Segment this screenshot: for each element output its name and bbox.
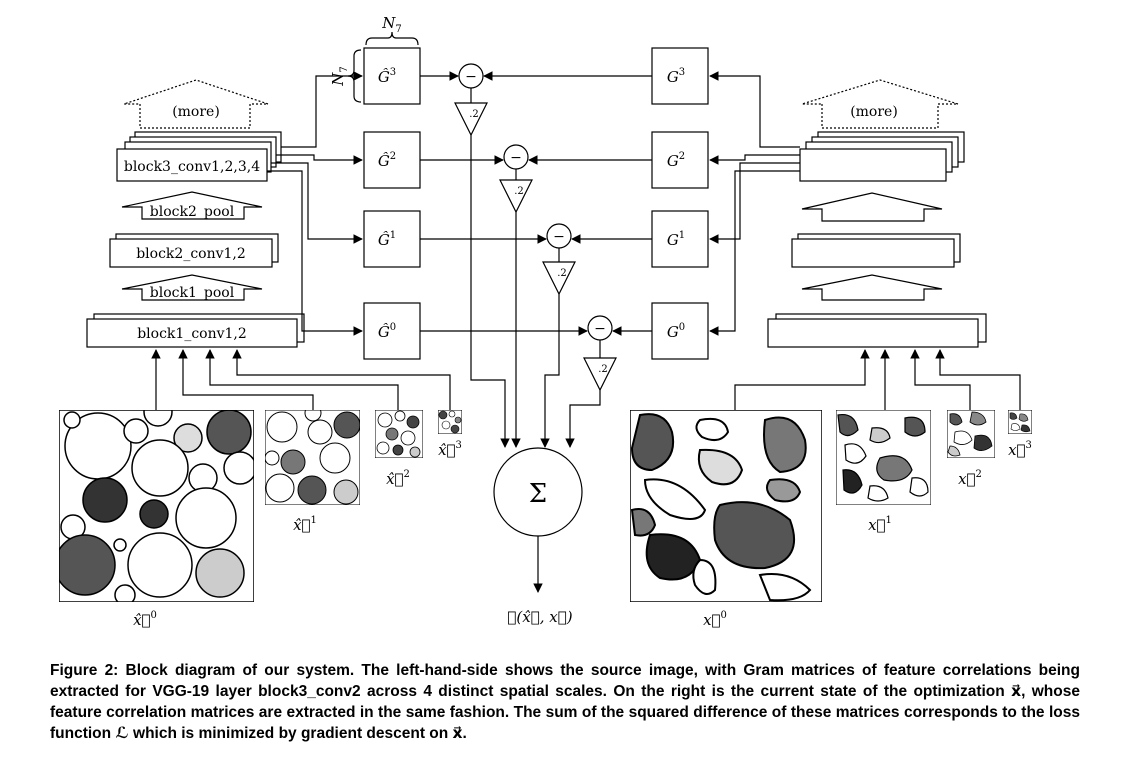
gram-box-2 [651, 131, 709, 189]
dim-label-top: N7 [381, 14, 402, 35]
left-block3-layer-1 [116, 148, 268, 182]
square-node-2 [499, 179, 533, 214]
left-block1-label: block1_conv1,2 [137, 326, 247, 342]
square-symbol-2: .2 [514, 186, 524, 197]
gram-label-0: G0 [667, 322, 685, 341]
left-to-gram-hat-connectors [267, 71, 363, 336]
sum-connectors [470, 135, 601, 448]
square-symbol-3: .2 [469, 109, 479, 120]
left-block2-pool-label: block2_pool [150, 204, 235, 220]
optimization-image-1 [836, 410, 931, 505]
minus-symbol-3: − [465, 69, 477, 85]
block-diagram: (more) block3_conv1,2,3,4 block2_pool bl… [59, 14, 1032, 629]
right-more-label: (more) [850, 104, 898, 120]
right-to-gram-connectors [709, 71, 800, 336]
right-network-stack: (more) [767, 79, 987, 348]
optimization-image-2-label: x⃗2 [958, 469, 982, 488]
right-block3-layer-1 [799, 148, 947, 182]
sum-symbol: Σ [529, 479, 547, 509]
gram-hat-box-0 [363, 302, 421, 360]
source-image-1-label: x̂⃗1 [293, 515, 317, 534]
optimization-image-3-label: x⃗3 [1008, 440, 1032, 459]
minus-symbol-1: − [553, 229, 565, 245]
gram-label-2: G2 [667, 151, 685, 170]
left-block3-label: block3_conv1,2,3,4 [124, 159, 260, 175]
source-image-0 [59, 410, 254, 602]
right-pool-arrow-1 [801, 274, 943, 301]
gram-label-1: G1 [667, 230, 685, 249]
source-image-1 [265, 410, 360, 505]
optimization-image-2 [947, 410, 995, 458]
square-node-3 [454, 102, 488, 137]
gram-box-1 [651, 210, 709, 268]
source-image-3 [438, 410, 462, 434]
optimization-image-1-label: x⃗1 [868, 515, 892, 534]
gram-label-3: G3 [667, 67, 685, 86]
left-block2-label: block2_conv1,2 [136, 246, 246, 262]
difference-nodes: − .2 − .2 − .2 − .2 [420, 63, 652, 392]
figure-caption: Figure 2: Block diagram of our system. T… [50, 662, 1080, 742]
source-image-2-label: x̂⃗2 [386, 469, 410, 488]
gram-hat-column: Ĝ3 Ĝ2 Ĝ1 Ĝ0 N7 N7 [329, 14, 421, 360]
gram-hat-label-2: Ĝ2 [378, 151, 396, 170]
source-image-0-label: x̂⃗0 [133, 610, 157, 629]
left-network-stack: (more) block3_conv1,2,3,4 block2_pool bl… [86, 79, 305, 348]
right-image-inputs [734, 349, 1021, 410]
square-symbol-1: .2 [557, 268, 567, 279]
square-node-1 [542, 261, 576, 296]
square-symbol-0: .2 [598, 364, 608, 375]
top-brace [365, 31, 419, 46]
gram-hat-box-3 [363, 47, 421, 105]
square-node-0 [583, 357, 617, 392]
gram-hat-label-0: Ĝ0 [378, 322, 396, 341]
gram-hat-label-3: Ĝ3 [378, 67, 396, 86]
optimization-image-0-label: x⃗0 [703, 610, 727, 629]
right-block2-layer-1 [791, 238, 955, 268]
optimization-image-3 [1008, 410, 1032, 434]
gram-box-0 [651, 302, 709, 360]
left-block2-layer-1 [109, 238, 273, 268]
gram-box-3 [651, 47, 709, 105]
loss-label: ℒ(x̂⃗, x⃗) [507, 608, 572, 626]
left-more-label: (more) [172, 104, 220, 120]
source-image-2 [375, 410, 423, 458]
gram-hat-label-1: Ĝ1 [378, 230, 396, 249]
optimization-image-0 [630, 410, 822, 602]
gram-hat-box-2 [363, 131, 421, 189]
gram-hat-box-1 [363, 210, 421, 268]
gram-column: G3 G2 G1 G0 [651, 47, 709, 360]
left-block1-layer-1 [86, 318, 298, 348]
left-block1-pool-arrow [121, 274, 263, 301]
minus-symbol-2: − [510, 150, 522, 166]
left-image-inputs [151, 349, 451, 410]
right-pool-arrow-2 [801, 192, 943, 222]
left-block2-pool-arrow [121, 191, 263, 220]
right-more-arrow [801, 79, 959, 129]
minus-symbol-0: − [594, 321, 606, 337]
source-image-3-label: x̂⃗3 [438, 440, 462, 459]
left-block1-pool-label: block1_pool [150, 285, 235, 301]
right-block1-layer-1 [767, 318, 979, 348]
